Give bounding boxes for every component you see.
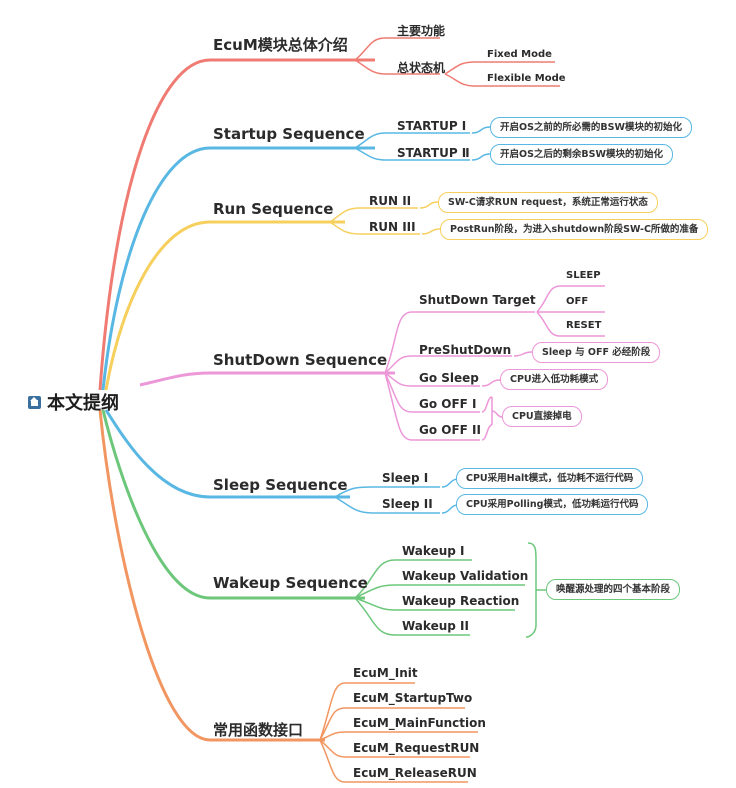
api-item-ecum-releaserun[interactable]: EcuM_ReleaseRUN — [353, 766, 477, 780]
note-preshutdown: Sleep 与 OFF 必经阶段 — [532, 342, 661, 363]
branch-sleep[interactable]: Sleep Sequence — [213, 476, 348, 494]
node-go-sleep[interactable]: Go Sleep — [419, 371, 479, 385]
branch-startup[interactable]: Startup Sequence — [213, 125, 365, 143]
api-item-ecum-requestrun[interactable]: EcuM_RequestRUN — [353, 741, 480, 755]
node-shutdown-target[interactable]: ShutDown Target — [419, 293, 536, 307]
branch-line-startup — [101, 146, 375, 391]
root-label: 本文提纲 — [47, 393, 119, 414]
node-sleep-ii[interactable]: Sleep II — [382, 497, 433, 511]
node-target-off[interactable]: OFF — [566, 296, 589, 307]
node-startup-i[interactable]: STARTUP Ⅰ — [397, 119, 467, 133]
node-wakeup-ii[interactable]: Wakeup II — [402, 619, 469, 633]
note-go-sleep: CPU进入低功耗模式 — [500, 369, 609, 390]
branch-intro[interactable]: EcuM模块总体介绍 — [213, 36, 348, 54]
node-fixed-mode[interactable]: Fixed Mode — [487, 49, 552, 60]
note-sleep-i: CPU采用Halt模式，低功耗不运行代码 — [456, 468, 644, 489]
note-startup-i: 开启OS之前的所必需的BSW模块的初始化 — [490, 117, 692, 138]
node-main-function[interactable]: 主要功能 — [397, 24, 446, 38]
note-go-off: CPU直接掉电 — [502, 406, 582, 427]
node-wakeup-validation[interactable]: Wakeup Validation — [402, 569, 529, 583]
node-run-ii[interactable]: RUN II — [369, 194, 412, 208]
node-run-iii[interactable]: RUN III — [369, 220, 416, 234]
api-item-ecum-init[interactable]: EcuM_Init — [353, 666, 418, 680]
branch-api[interactable]: 常用函数接口 — [213, 721, 304, 739]
note-sleep-ii: CPU采用Polling模式，低功耗运行代码 — [456, 494, 649, 515]
branch-wakeup[interactable]: Wakeup Sequence — [213, 574, 368, 592]
node-sleep-i[interactable]: Sleep I — [382, 471, 429, 485]
home-icon — [28, 395, 41, 409]
note-run-iii: PostRun阶段，为进入shutdown阶段SW-C所做的准备 — [440, 219, 709, 240]
api-item-ecum-mainfunction[interactable]: EcuM_MainFunction — [353, 716, 486, 730]
note-startup-ii: 开启OS之后的剩余BSW模块的初始化 — [490, 144, 673, 165]
note-wakeup: 唤醒源处理的四个基本阶段 — [546, 579, 681, 600]
branch-line-wakeup — [101, 409, 365, 600]
branch-line-shutdown — [139, 371, 395, 387]
node-target-reset[interactable]: RESET — [566, 320, 602, 331]
branch-line-sleep — [104, 409, 350, 499]
branch-line-api — [98, 409, 325, 742]
node-go-off-ii[interactable]: Go OFF II — [419, 423, 481, 437]
node-target-sleep[interactable]: SLEEP — [566, 270, 601, 281]
branch-line-intro — [98, 58, 375, 391]
note-run-ii: SW-C请求RUN request，系统正常运行状态 — [438, 192, 658, 213]
node-wakeup-reaction[interactable]: Wakeup Reaction — [402, 594, 520, 608]
node-wakeup-i[interactable]: Wakeup I — [402, 544, 465, 558]
node-go-off-i[interactable]: Go OFF I — [419, 397, 477, 411]
node-preshutdown[interactable]: PreShutDown — [419, 343, 512, 357]
node-startup-ii[interactable]: STARTUP Ⅱ — [397, 146, 470, 160]
branch-shutdown[interactable]: ShutDown Sequence — [213, 351, 388, 369]
branch-run[interactable]: Run Sequence — [213, 200, 334, 218]
branch-line-run — [104, 220, 345, 391]
node-state-machine[interactable]: 总状态机 — [397, 61, 446, 75]
root-node[interactable]: 本文提纲 — [28, 390, 119, 414]
node-flexible-mode[interactable]: Flexible Mode — [487, 73, 566, 84]
api-item-ecum-startuptwo[interactable]: EcuM_StartupTwo — [353, 691, 473, 705]
